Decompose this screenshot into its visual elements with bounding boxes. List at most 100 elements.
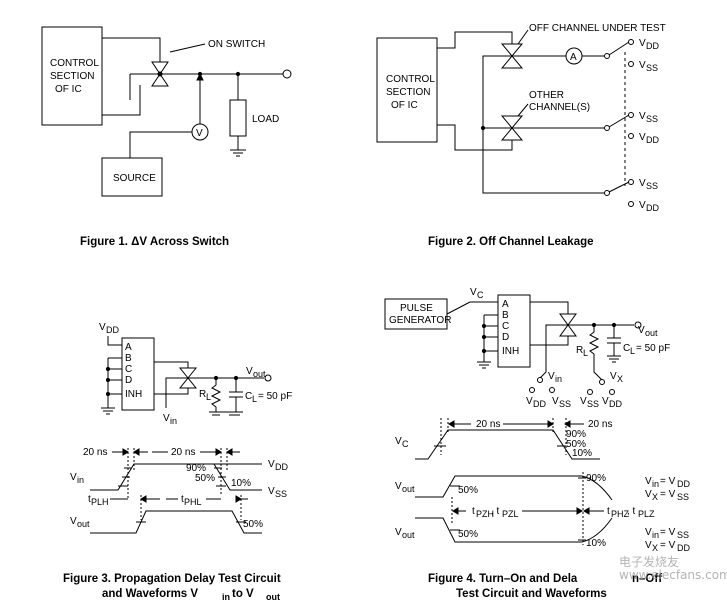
- analog-switch-icon: [494, 115, 530, 141]
- vdd-label: V: [99, 322, 106, 333]
- control-section-box: [41, 26, 103, 126]
- ground-icon: [230, 149, 246, 157]
- cl-label: C: [245, 391, 252, 402]
- control-wire: [102, 37, 161, 62]
- vout-waveform-1: [415, 475, 582, 498]
- p10-label: 10%: [231, 478, 251, 489]
- vc-wave-label: V: [395, 436, 402, 447]
- ammeter-label: A: [570, 52, 577, 63]
- figure-3-caption-2b: to V: [232, 588, 254, 600]
- vss-sub-2: SS: [646, 114, 658, 124]
- vdd-sub: DD: [106, 325, 119, 335]
- ground-icon: [209, 411, 243, 416]
- pin-b: B: [125, 353, 132, 364]
- tplh-label: t: [88, 494, 91, 505]
- p10-label-2: 10%: [572, 448, 592, 459]
- vc-waveform: [415, 429, 600, 460]
- figure-4: PULSE GENERATOR V C A B C D INH: [384, 287, 690, 600]
- cl-value-2: = 50 pF: [636, 343, 670, 354]
- vx-label: V: [610, 371, 617, 382]
- vout-label: V: [246, 366, 253, 377]
- p50-label-2: 50%: [566, 439, 586, 450]
- control2-label-3: OF IC: [391, 100, 418, 111]
- cond1b-sub: X: [652, 492, 658, 502]
- source-box: [101, 157, 163, 197]
- vin-wave-label: V: [70, 472, 77, 483]
- rl-sub-2: L: [583, 348, 588, 358]
- t20-label-c: 20 ns: [476, 419, 500, 430]
- p10r-label: 10%: [586, 538, 606, 549]
- analog-switch-icon: [146, 61, 174, 87]
- cond2a: V: [645, 527, 652, 538]
- vx-sub: X: [617, 374, 623, 384]
- load-resistor: [210, 378, 222, 412]
- vc-label: V: [470, 287, 477, 298]
- vout-wave-sub-2: out: [402, 530, 415, 540]
- cond1a: V: [645, 476, 652, 487]
- other-label-1: OTHER: [529, 90, 564, 101]
- vdd-label-4: V: [526, 396, 533, 407]
- p90r-label: 90%: [586, 473, 606, 484]
- p50b-label-2: 50%: [458, 529, 478, 540]
- vss-label: V: [639, 60, 646, 71]
- rl-label-2: R: [576, 345, 583, 356]
- ground-icon: [607, 355, 621, 363]
- figure-1-caption: Figure 1. ΔV Across Switch: [80, 236, 229, 248]
- vdd-label-2: V: [639, 132, 646, 143]
- ground-icon: [477, 361, 491, 369]
- ic-block: [121, 337, 155, 411]
- vout-wave-label-1: V: [395, 481, 402, 492]
- control-section-box-2: [376, 37, 438, 143]
- vss-label-5: V: [580, 396, 587, 407]
- cond2b-sub: X: [652, 543, 658, 553]
- control-wire-2: [102, 85, 141, 116]
- figure-2: CONTROL SECTION OF IC OFF CHANNEL UNDER …: [376, 23, 666, 248]
- pin-c-2: C: [502, 321, 509, 332]
- control2-label-1: CONTROL: [386, 74, 435, 85]
- t20-label-a: 20 ns: [83, 447, 107, 458]
- vdd-sub-5: DD: [609, 399, 622, 409]
- analog-switch-icon: [174, 367, 202, 389]
- watermark: 电子发烧友 www.elecfans.com: [619, 554, 727, 582]
- tpzl-sub: PZL: [502, 509, 519, 519]
- pulse-generator-box: [384, 298, 448, 330]
- p50-label: 50%: [195, 473, 215, 484]
- t20-label-b: 20 ns: [171, 447, 195, 458]
- source-label: SOURCE: [113, 173, 156, 184]
- tplh-sub: PLH: [91, 497, 109, 507]
- load-label: LOAD: [252, 114, 279, 125]
- cond1a-val-sub: DD: [677, 479, 690, 489]
- vout-sub: out: [253, 369, 266, 379]
- figure-3-caption-1: Figure 3. Propagation Delay Test Circuit: [63, 573, 281, 585]
- rl-sub: L: [206, 392, 211, 402]
- figure-2-caption: Figure 2. Off Channel Leakage: [428, 236, 594, 248]
- watermark-text: 电子发烧友: [619, 554, 679, 569]
- cl-value: = 50 pF: [258, 391, 292, 402]
- pulse-label-2: GENERATOR: [389, 315, 451, 326]
- other-label-2: CHANNEL(S): [529, 102, 590, 113]
- pin-d: D: [125, 375, 132, 386]
- vss-label-3: V: [639, 178, 646, 189]
- p90-label-2: 90%: [566, 429, 586, 440]
- vss-sub-3: SS: [646, 181, 658, 191]
- rl-label: R: [199, 389, 206, 400]
- vin-wave-sub: in: [77, 475, 84, 485]
- tphl-sub: PHL: [184, 497, 202, 507]
- vin-label-2: V: [548, 371, 555, 382]
- cond2a-val-sub: SS: [677, 530, 689, 540]
- load-resistor: [229, 99, 247, 137]
- figure-3-caption-2-sub2: out: [266, 592, 280, 600]
- vss-sub-4: SS: [559, 399, 571, 409]
- vdd-wave-label: V: [268, 459, 275, 470]
- tphl-label: t: [181, 494, 184, 505]
- vout-decay-1: [581, 475, 613, 501]
- tplz-sub: PLZ: [638, 509, 655, 519]
- cl-label-2: C: [623, 343, 630, 354]
- pin-b-2: B: [502, 310, 509, 321]
- cond1b: V: [645, 489, 652, 500]
- figure-3-caption-2a: and Waveforms V: [102, 588, 198, 600]
- p50a-label: 50%: [458, 485, 478, 496]
- vin-label: V: [163, 413, 170, 424]
- vss-sub: SS: [646, 63, 658, 73]
